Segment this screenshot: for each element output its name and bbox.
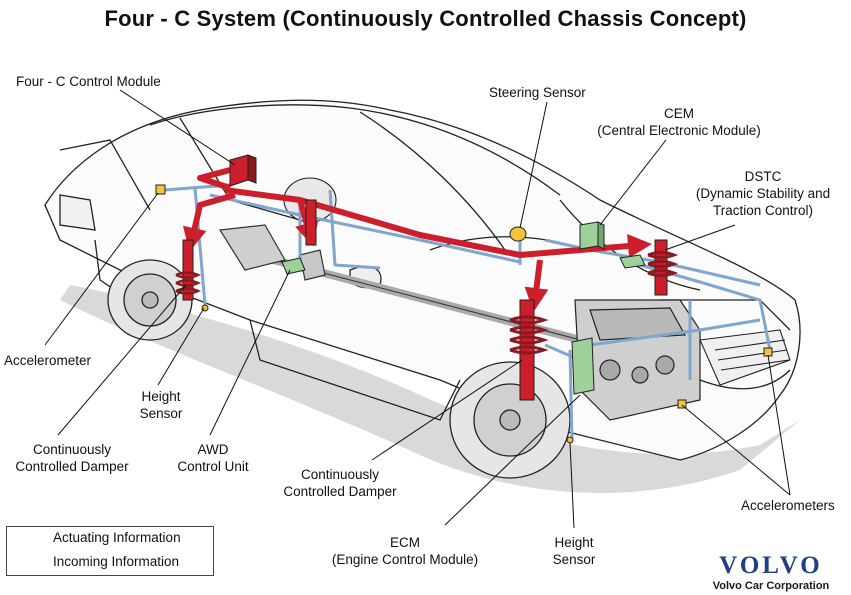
- label-height-sensor-front: Height Sensor: [543, 534, 605, 568]
- legend: Actuating Information Incoming Informati…: [6, 526, 214, 576]
- label-steering-sensor: Steering Sensor: [489, 85, 586, 100]
- front-left-wheel: [449, 361, 571, 479]
- label-damper-rear-line1: Continuously: [32, 442, 112, 457]
- ground-shadow: [60, 285, 800, 493]
- front-left-damper: [509, 299, 549, 401]
- awd-control-unit: [281, 257, 306, 275]
- height-sensor-front: [566, 436, 574, 444]
- dstc-module: [619, 254, 646, 269]
- label-dstc: DSTC (Dynamic Stability and Traction Con…: [680, 168, 846, 219]
- label-four-c-control-module: Four - C Control Module: [16, 74, 161, 89]
- rear-left-damper: [175, 239, 202, 301]
- steering-sensor: [509, 226, 527, 242]
- ecm-module: [571, 337, 595, 395]
- legend-incoming-label: Incoming Information: [53, 554, 180, 569]
- label-awd-line1: AWD: [197, 442, 229, 457]
- incoming-info-lines: [164, 183, 772, 441]
- label-dstc-line3: Traction Control): [712, 203, 814, 218]
- label-ecm: ECM (Engine Control Module): [318, 534, 492, 568]
- label-damper-front: Continuously Controlled Damper: [272, 466, 408, 500]
- label-height-rear-line1: Height: [141, 389, 181, 404]
- company-name: Volvo Car Corporation: [712, 580, 830, 592]
- front-right-damper: [647, 239, 679, 296]
- label-awd-control-unit: AWD Control Unit: [166, 441, 260, 475]
- leader-lines: [44, 89, 791, 529]
- accelerometer-front-1: [677, 399, 687, 409]
- legend-actuating-label: Actuating Information: [53, 530, 181, 545]
- engine: [574, 299, 701, 421]
- rear-right-damper: [305, 199, 317, 246]
- label-damper-rear: Continuously Controlled Damper: [4, 441, 140, 475]
- label-accelerometers: Accelerometers: [741, 498, 835, 513]
- label-damper-front-line1: Continuously: [300, 467, 380, 482]
- accelerometer-rear: [155, 184, 166, 195]
- label-damper-front-line2: Controlled Damper: [283, 484, 397, 499]
- rear-left-wheel: [107, 259, 193, 341]
- label-damper-rear-line2: Controlled Damper: [15, 459, 129, 474]
- brand: VOLVO Volvo Car Corporation: [699, 552, 843, 593]
- page-title: Four - C System (Continuously Controlled…: [104, 6, 747, 31]
- label-dstc-line1: DSTC: [744, 169, 782, 184]
- volvo-logo: VOLVO: [719, 552, 823, 579]
- label-height-front-line2: Sensor: [552, 552, 596, 567]
- label-accelerometer: Accelerometer: [4, 353, 92, 368]
- label-ecm-line2: (Engine Control Module): [331, 552, 479, 567]
- cem-module: [579, 221, 605, 250]
- label-height-front-line1: Height: [554, 535, 594, 550]
- label-dstc-line2: (Dynamic Stability and: [695, 186, 831, 201]
- label-ecm-line1: ECM: [390, 535, 420, 550]
- label-height-rear-line2: Sensor: [139, 406, 183, 421]
- label-cem: CEM (Central Electronic Module): [583, 105, 775, 139]
- label-cem-line1: CEM: [664, 106, 694, 121]
- label-height-sensor-rear: Height Sensor: [130, 388, 192, 422]
- label-cem-line2: (Central Electronic Module): [597, 123, 761, 138]
- four-c-control-module: [229, 154, 257, 187]
- actuating-info-arrows: [182, 167, 652, 312]
- accelerometer-front-2: [763, 347, 773, 357]
- label-awd-line2: Control Unit: [177, 459, 249, 474]
